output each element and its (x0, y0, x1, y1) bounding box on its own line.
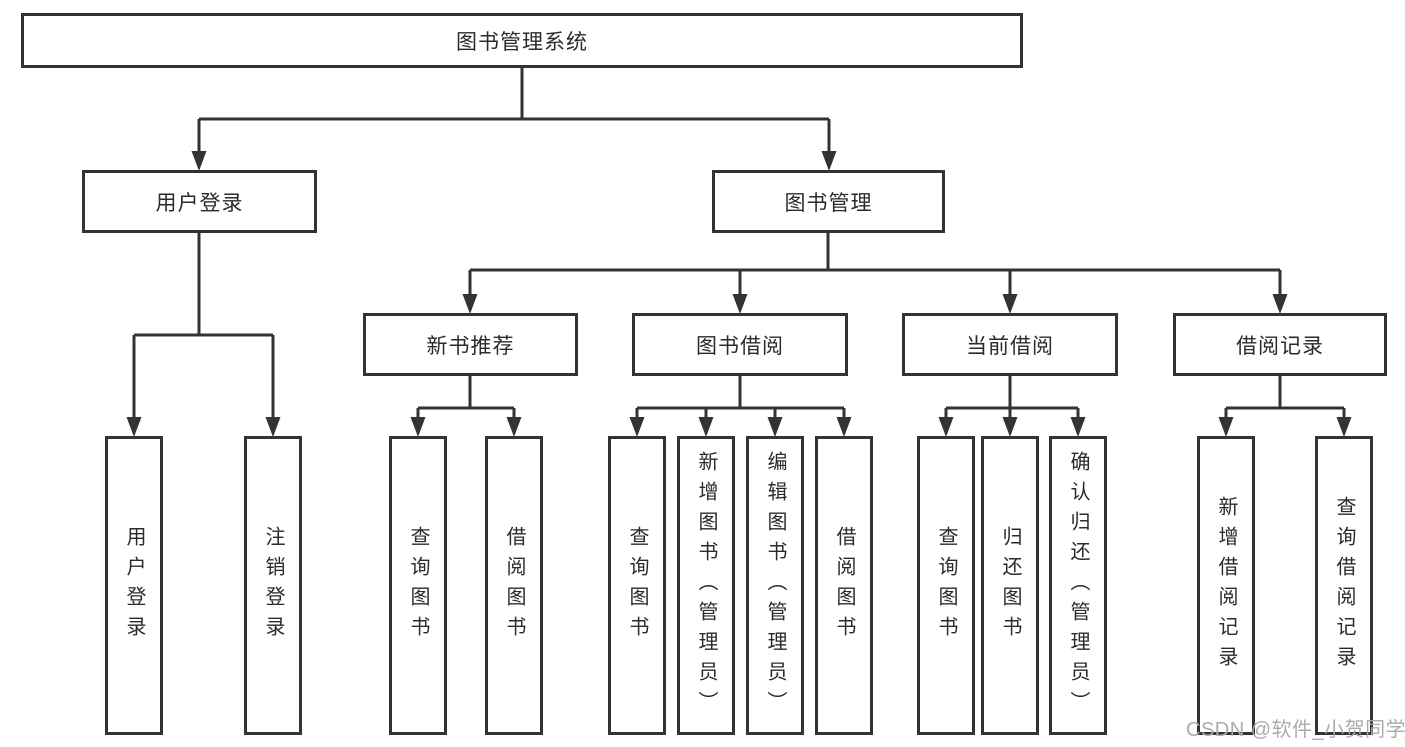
leaf-return-book-label: 归还图书 (999, 525, 1021, 646)
csdn-watermark: CSDN @软件_小贺同学 (1186, 719, 1405, 741)
leaf-logout: 注销登录 (244, 436, 302, 735)
leaf-borrow-books: 借阅图书 (815, 436, 873, 735)
leaf-query-books-recommend: 查询图书 (389, 436, 447, 735)
leaf-logout-label: 注销登录 (262, 525, 284, 646)
leaf-user-login: 用户登录 (105, 436, 163, 735)
connector-book-management-to-level3 (462, 233, 1288, 314)
node-book-borrow: 图书借阅 (632, 313, 848, 376)
leaf-add-borrow-record-label: 新增借阅记录 (1215, 495, 1237, 676)
leaf-user-login-label: 用户登录 (123, 525, 145, 646)
leaf-add-book-admin: 新增图书（管理员） (677, 436, 735, 735)
leaf-edit-book-admin: 编辑图书（管理员） (746, 436, 804, 735)
connector-borrow-records-to-leaves (1218, 376, 1352, 437)
node-book-management-label: 图书管理 (784, 191, 873, 215)
leaf-query-books-current-label: 查询图书 (935, 525, 957, 646)
leaf-edit-book-admin-label: 编辑图书（管理员） (764, 450, 786, 721)
leaf-query-books-current: 查询图书 (917, 436, 975, 735)
leaf-confirm-return-admin-label: 确认归还（管理员） (1067, 450, 1089, 721)
connector-book-borrow-to-leaves (629, 376, 852, 437)
connector-new-book-recommend-to-leaves (410, 376, 522, 437)
node-new-book-recommend: 新书推荐 (363, 313, 578, 376)
leaf-query-books-borrow: 查询图书 (608, 436, 666, 735)
node-borrow-records: 借阅记录 (1173, 313, 1387, 376)
leaf-add-borrow-record: 新增借阅记录 (1197, 436, 1255, 735)
leaf-borrow-books-label: 借阅图书 (833, 525, 855, 646)
leaf-return-book: 归还图书 (981, 436, 1039, 735)
node-current-borrow-label: 当前借阅 (966, 334, 1054, 358)
node-user-login-label: 用户登录 (155, 191, 244, 215)
leaf-query-books-recommend-label: 查询图书 (407, 525, 429, 646)
node-user-login: 用户登录 (82, 170, 317, 233)
leaf-borrow-books-recommend: 借阅图书 (485, 436, 543, 735)
leaf-add-book-admin-label: 新增图书（管理员） (695, 450, 717, 721)
leaf-query-borrow-record-label: 查询借阅记录 (1333, 495, 1355, 676)
leaf-confirm-return-admin: 确认归还（管理员） (1049, 436, 1107, 735)
connector-user-login-to-leaves (126, 233, 281, 437)
leaf-borrow-books-recommend-label: 借阅图书 (503, 525, 525, 646)
leaf-query-books-borrow-label: 查询图书 (626, 525, 648, 646)
connector-current-borrow-to-leaves (938, 376, 1086, 437)
node-book-management: 图书管理 (712, 170, 945, 233)
node-system-root-label: 图书管理系统 (456, 30, 588, 54)
node-current-borrow: 当前借阅 (902, 313, 1118, 376)
node-new-book-recommend-label: 新书推荐 (426, 334, 515, 358)
leaf-query-borrow-record: 查询借阅记录 (1315, 436, 1373, 735)
connector-root-to-level2 (191, 68, 837, 171)
node-borrow-records-label: 借阅记录 (1236, 334, 1324, 358)
node-system-root: 图书管理系统 (21, 13, 1023, 68)
node-book-borrow-label: 图书借阅 (696, 334, 784, 358)
